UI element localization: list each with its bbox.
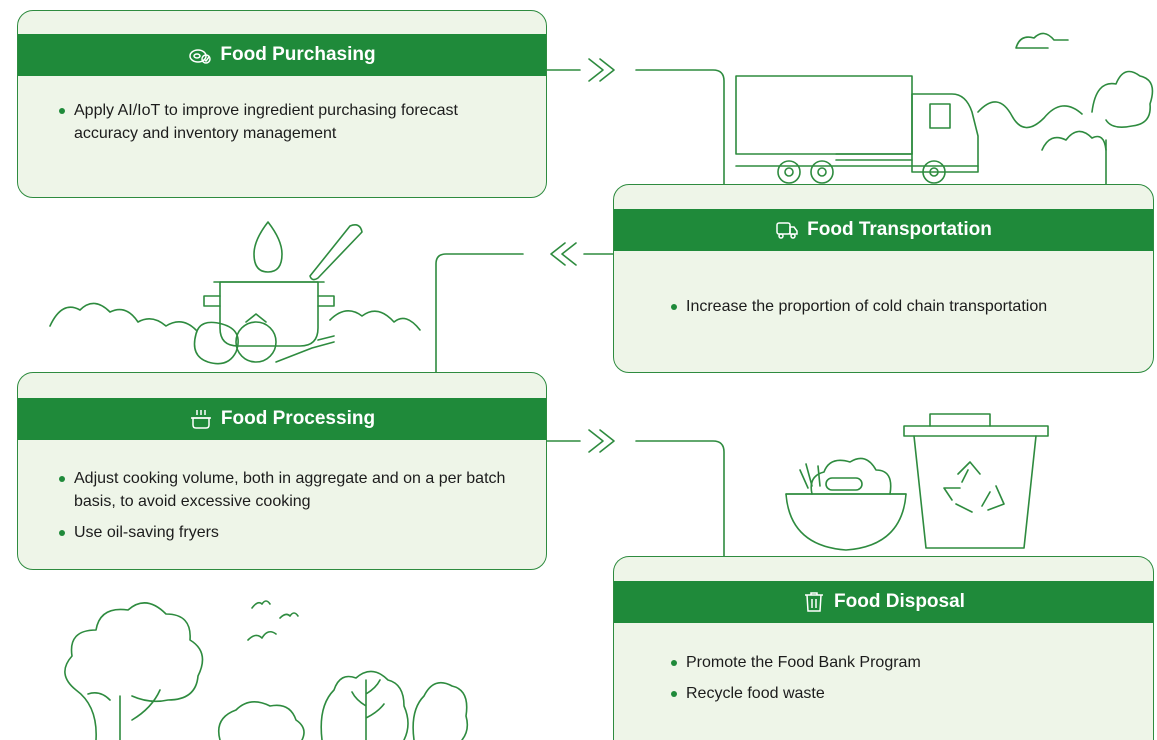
- stage-title-purchasing: Food Purchasing: [220, 44, 376, 65]
- trees-illustration: [64, 600, 469, 740]
- connector-processing-to-disposal: [546, 440, 725, 557]
- connector-transportation-to-processing: [435, 253, 614, 373]
- list-item: Use oil-saving fryers: [50, 521, 518, 544]
- cooking-pot-illustration: [49, 221, 421, 365]
- stage-card-processing: Food Processing Adjust cooking volume, b…: [17, 372, 547, 570]
- list-item: Adjust cooking volume, both in aggregate…: [50, 467, 518, 513]
- truck-icon: [776, 222, 798, 239]
- cooking-pot-icon: [190, 410, 211, 429]
- food-waste-illustration: [785, 413, 1049, 551]
- stage-card-disposal: Food Disposal Promote the Food Bank Prog…: [613, 556, 1154, 740]
- chevron-right-icon-2: [588, 429, 615, 453]
- list-item: Increase the proportion of cold chain tr…: [662, 295, 1143, 318]
- trash-bin-icon: [805, 592, 824, 612]
- stage-card-transportation: Food Transportation Increase the proport…: [613, 184, 1154, 373]
- stage-card-purchasing: Food Purchasing Apply AI/IoT to improve …: [17, 10, 547, 198]
- list-item: Apply AI/IoT to improve ingredient purch…: [50, 99, 526, 145]
- connector-purchasing-to-transportation: [546, 69, 725, 185]
- list-item: Promote the Food Bank Program: [662, 651, 1143, 674]
- stage-header-transportation: Food Transportation: [614, 209, 1153, 251]
- chevron-right-icon: [588, 58, 615, 82]
- stage-title-transportation: Food Transportation: [807, 219, 992, 240]
- list-item: Recycle food waste: [662, 682, 1143, 705]
- meat-icon: [189, 49, 212, 64]
- stage-title-processing: Food Processing: [220, 408, 376, 429]
- stage-title-disposal: Food Disposal: [834, 591, 965, 612]
- stage-header-processing: Food Processing: [18, 398, 546, 440]
- truck-illustration: [735, 32, 1154, 185]
- stage-header-purchasing: Food Purchasing: [18, 34, 546, 76]
- stage-header-disposal: Food Disposal: [614, 581, 1153, 623]
- chevron-left-icon: [550, 242, 577, 266]
